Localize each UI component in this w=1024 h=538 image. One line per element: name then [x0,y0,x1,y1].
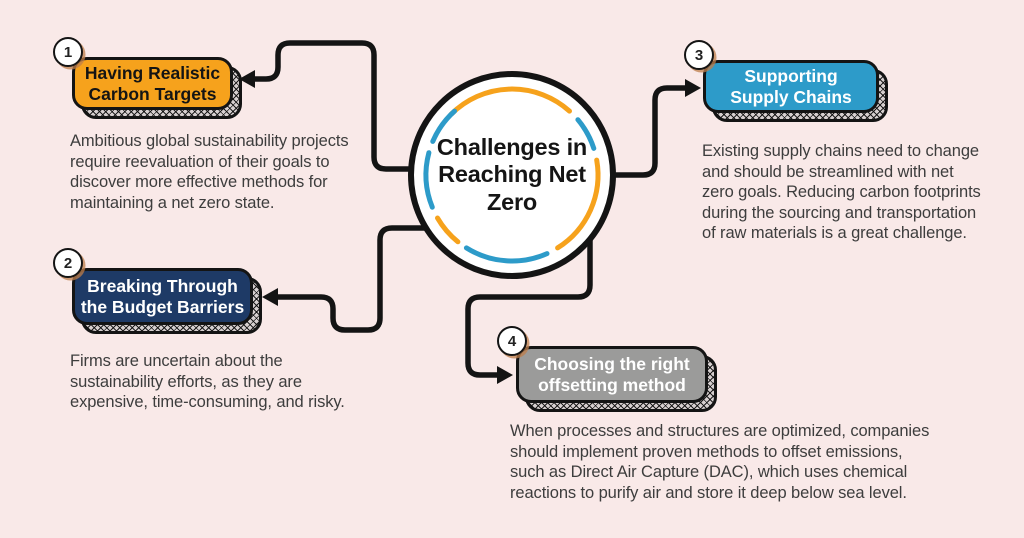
arrowhead-left-icon [262,288,278,306]
ring-dash-blue [430,108,457,144]
central-title: Challenges in Reaching Net Zero [436,134,588,215]
step-node-1: Having Realistic Carbon Targets 1 [53,37,242,119]
step-box-title: Choosing the right offsetting method [516,346,708,403]
arrowhead-right-icon [497,366,513,384]
step-badge: 2 [53,248,83,278]
ring-dash-orange [448,86,572,117]
ring-dash-blue [423,150,435,210]
step-description: Firms are uncertain about the sustainabi… [70,352,345,411]
step-node-2: Breaking Through the Budget Barriers 2 [53,248,262,334]
step-badge: 4 [497,326,527,356]
arrowhead-right-icon [685,79,701,97]
ring-dash-blue [575,117,597,151]
step-badge: 1 [53,37,83,67]
step-box-title: Supporting Supply Chains [703,60,879,113]
central-node: Challenges in Reaching Net Zero [404,67,620,283]
step-box-title: Breaking Through the Budget Barriers [72,268,253,325]
step-description: Ambitious global sustainability projects… [70,132,349,212]
step-badge: 3 [684,40,714,70]
ring-dash-orange [435,215,461,245]
step-node-4: Choosing the right offsetting method 4 [497,326,717,412]
step-node-3: Supporting Supply Chains 3 [684,40,888,122]
step-description: Existing supply chains need to change an… [702,142,981,242]
step-box-title: Having Realistic Carbon Targets [72,57,233,110]
step-description: When processes and structures are optimi… [510,422,930,502]
